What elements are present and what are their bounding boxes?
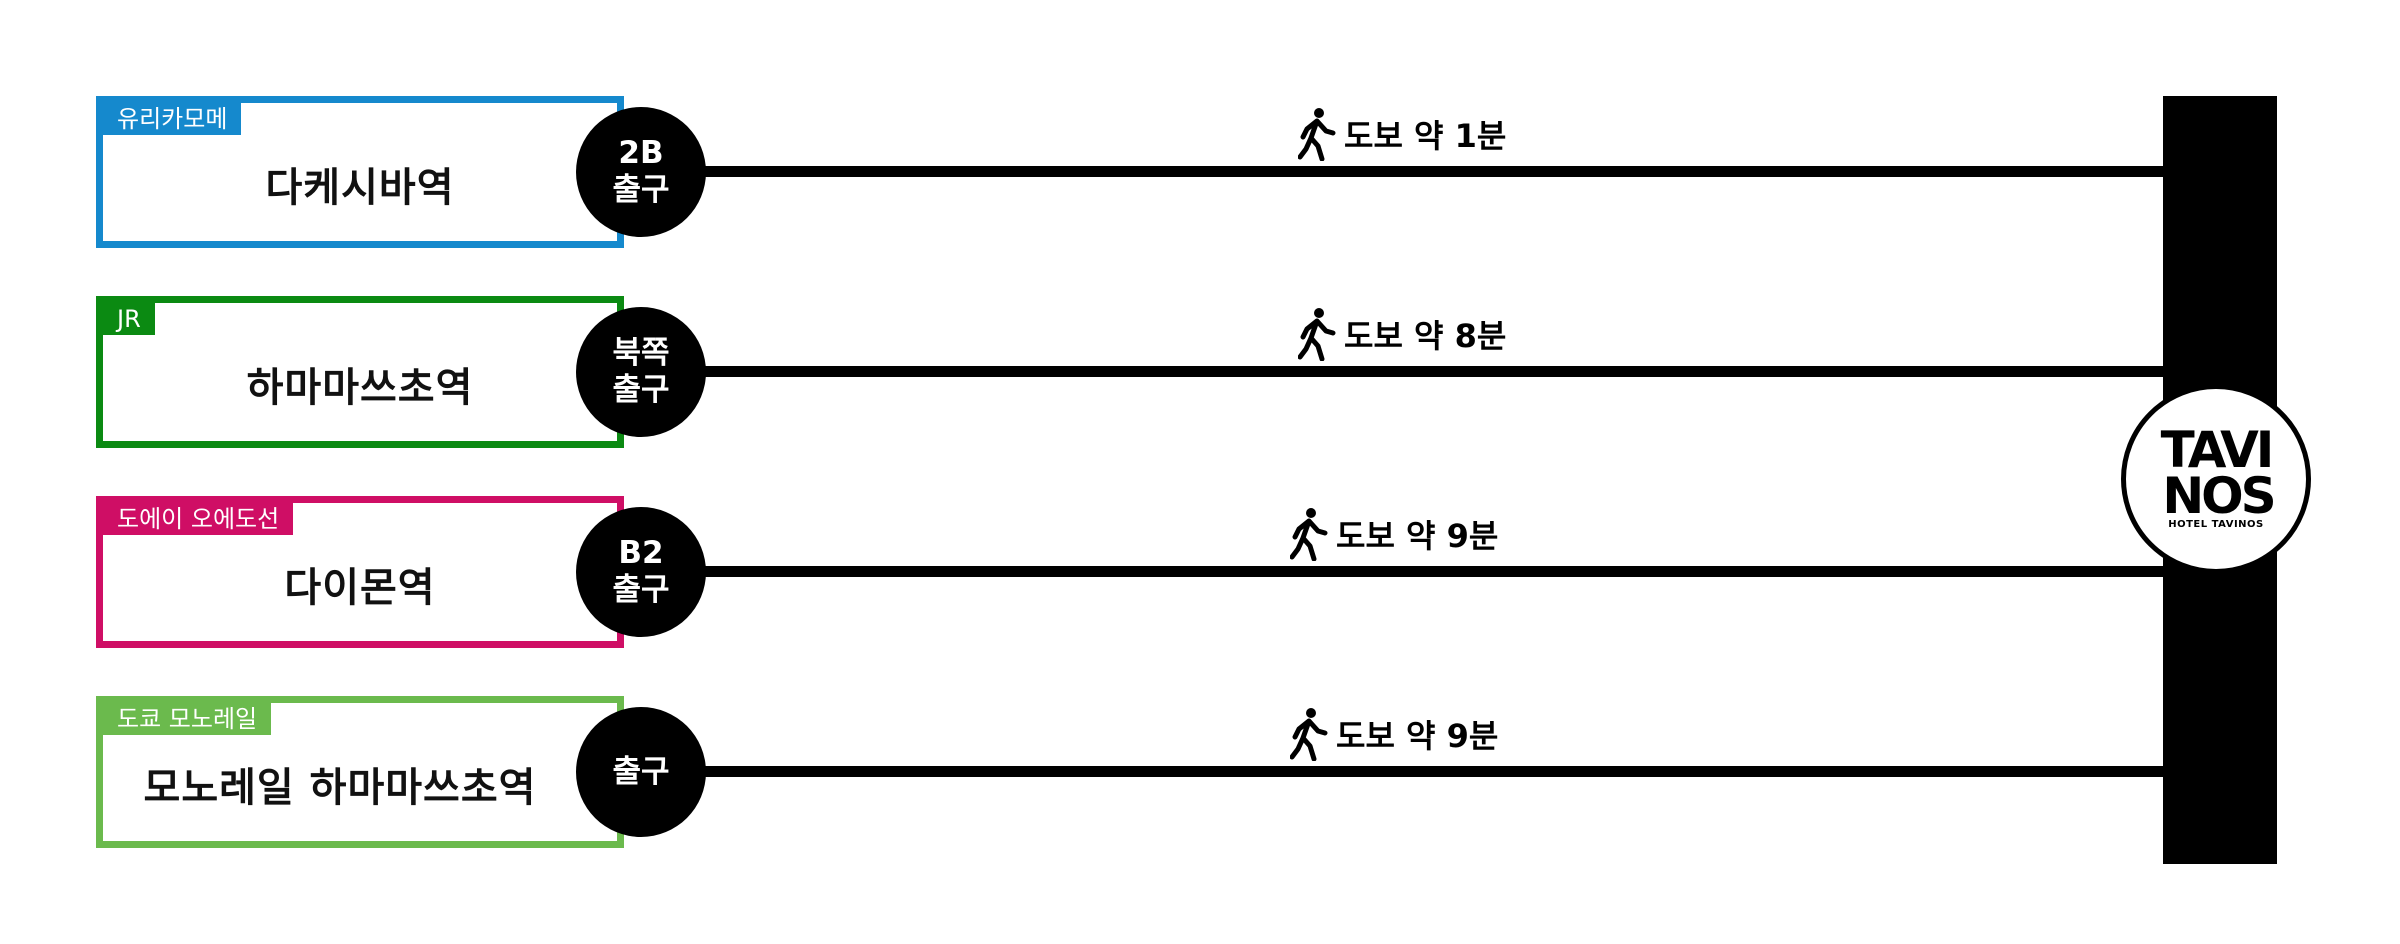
exit-badge: 북쪽 출구: [576, 307, 706, 437]
pedestrian-icon: [1298, 308, 1336, 361]
pedestrian-icon: [1290, 708, 1328, 761]
line-tag-oedo: 도에이 오에도선: [103, 503, 294, 535]
station-box-takeshiba: 유리카모메 다케시바역: [96, 96, 624, 248]
exit-badge: B2 출구: [576, 507, 706, 637]
logo-bottom: NOS: [2162, 467, 2273, 525]
walk-time-label: 도보 약 1분: [1298, 107, 1506, 161]
exit-number: B2: [618, 535, 664, 571]
exit-badge: 출구: [576, 707, 706, 837]
walk-time-label: 도보 약 9분: [1290, 507, 1498, 561]
walk-time-text: 도보 약 9분: [1336, 717, 1499, 755]
exit-number: 북쪽: [612, 335, 670, 371]
station-name: 다이몬역: [284, 565, 436, 611]
walk-time-text: 도보 약 8분: [1344, 317, 1507, 355]
exit-number: 2B: [618, 135, 664, 171]
route-line: [690, 166, 2165, 177]
station-box-daimon: 도에이 오에도선 다이몬역: [96, 496, 624, 648]
line-tag-yurikamome: 유리카모메: [103, 103, 242, 135]
line-tag-monorail: 도쿄 모노레일: [103, 703, 272, 735]
station-name: 다케시바역: [265, 165, 455, 211]
station-box-monorail: 도쿄 모노레일 모노레일 하마마쓰초역: [96, 696, 624, 848]
route-line: [690, 766, 2165, 777]
walk-time-text: 도보 약 1분: [1344, 117, 1507, 155]
exit-label: 출구: [612, 572, 670, 608]
pedestrian-icon: [1290, 508, 1328, 561]
station-box-hamamatsucho: JR 하마마쓰초역: [96, 296, 624, 448]
walk-time-label: 도보 약 9분: [1290, 707, 1498, 761]
hotel-logo-mark: TAVI NOS: [2161, 421, 2277, 525]
exit-badge: 2B 출구: [576, 107, 706, 237]
hotel-logo: TAVI NOS HOTEL TAVINOS: [2121, 384, 2311, 574]
exit-label: 출구: [612, 172, 670, 208]
station-name: 모노레일 하마마쓰초역: [143, 765, 537, 811]
route-line: [690, 566, 2165, 577]
exit-label: 출구: [612, 372, 670, 408]
walk-time-label: 도보 약 8분: [1298, 307, 1506, 361]
logo-top: TAVI: [2161, 421, 2272, 479]
route-line: [690, 366, 2165, 377]
pedestrian-icon: [1298, 108, 1336, 161]
walk-time-text: 도보 약 9분: [1336, 517, 1499, 555]
line-tag-jr: JR: [103, 303, 155, 335]
station-name: 하마마쓰초역: [246, 365, 474, 411]
logo-subtitle: HOTEL TAVINOS: [2168, 519, 2264, 530]
exit-label: 출구: [612, 753, 670, 790]
